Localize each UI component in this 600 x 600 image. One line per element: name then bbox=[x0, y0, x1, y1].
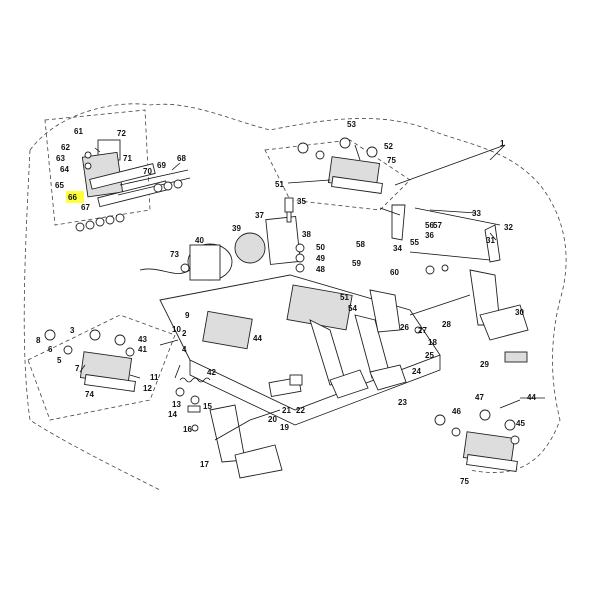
callout-22: 22 bbox=[296, 406, 305, 415]
callout-1: 1 bbox=[500, 139, 505, 148]
lower-right-valve-assembly bbox=[434, 399, 521, 472]
top-right-valve-assembly bbox=[297, 137, 383, 194]
callout-8: 8 bbox=[36, 336, 41, 345]
callout-12: 12 bbox=[143, 384, 152, 393]
callout-26: 26 bbox=[400, 323, 409, 332]
callout-49: 49 bbox=[316, 254, 325, 263]
callout-73: 73 bbox=[170, 250, 179, 259]
callout-14: 14 bbox=[168, 410, 177, 419]
callout-37: 37 bbox=[255, 211, 264, 220]
leader-lines bbox=[79, 144, 545, 441]
callout-64: 64 bbox=[60, 165, 69, 174]
callout-57: 57 bbox=[433, 221, 442, 230]
callout-51-top: 51 bbox=[275, 180, 284, 189]
callout-33: 33 bbox=[472, 209, 481, 218]
callout-28: 28 bbox=[442, 320, 451, 329]
callout-4: 4 bbox=[182, 345, 187, 354]
callout-63: 63 bbox=[56, 154, 65, 163]
callout-30: 30 bbox=[515, 308, 524, 317]
callout-23: 23 bbox=[398, 398, 407, 407]
callout-42: 42 bbox=[207, 368, 216, 377]
callout-17: 17 bbox=[200, 460, 209, 469]
callout-60: 60 bbox=[390, 268, 399, 277]
callout-highlight bbox=[66, 191, 84, 203]
callout-6: 6 bbox=[48, 345, 53, 354]
callout-18: 18 bbox=[428, 338, 437, 347]
callout-67: 67 bbox=[81, 203, 90, 212]
lower-left-valve-assembly bbox=[44, 329, 136, 392]
right-valve-outline bbox=[264, 139, 411, 211]
callout-72: 72 bbox=[117, 129, 126, 138]
callout-75-bottom: 75 bbox=[460, 477, 469, 486]
callout-43: 43 bbox=[138, 335, 147, 344]
callout-48: 48 bbox=[316, 265, 325, 274]
callout-20: 20 bbox=[268, 415, 277, 424]
callout-65: 65 bbox=[55, 181, 64, 190]
callout-10: 10 bbox=[172, 325, 181, 334]
callout-36: 36 bbox=[425, 231, 434, 240]
callout-41: 41 bbox=[138, 345, 147, 354]
callout-7: 7 bbox=[75, 364, 80, 373]
mounting-bracket bbox=[265, 197, 305, 273]
top-left-cylinder-assembly bbox=[75, 139, 191, 232]
callout-27: 27 bbox=[418, 326, 427, 335]
pedal-group bbox=[209, 269, 529, 479]
callout-32: 32 bbox=[504, 223, 513, 232]
callout-71: 71 bbox=[123, 154, 132, 163]
callout-21: 21 bbox=[282, 406, 291, 415]
callout-69: 69 bbox=[157, 161, 166, 170]
callout-3: 3 bbox=[70, 326, 75, 335]
callout-40: 40 bbox=[195, 236, 204, 245]
callout-9: 9 bbox=[185, 311, 190, 320]
callout-15: 15 bbox=[203, 402, 212, 411]
base-plate-frame bbox=[159, 274, 441, 426]
callout-53: 53 bbox=[347, 120, 356, 129]
callout-75-top: 75 bbox=[387, 156, 396, 165]
callout-70: 70 bbox=[143, 167, 152, 176]
callout-54: 54 bbox=[348, 304, 357, 313]
callout-59: 59 bbox=[352, 259, 361, 268]
callout-19: 19 bbox=[280, 423, 289, 432]
callout-51-center: 51 bbox=[340, 293, 349, 302]
callout-35: 35 bbox=[297, 197, 306, 206]
lower-left-outline bbox=[27, 314, 176, 421]
callout-55: 55 bbox=[410, 238, 419, 247]
callout-38: 38 bbox=[302, 230, 311, 239]
callout-13: 13 bbox=[172, 400, 181, 409]
callout-68: 68 bbox=[177, 154, 186, 163]
callout-11: 11 bbox=[150, 373, 159, 382]
callout-50: 50 bbox=[316, 243, 325, 252]
callout-24: 24 bbox=[412, 367, 421, 376]
right-lever-assembly bbox=[379, 204, 501, 275]
callout-29: 29 bbox=[480, 360, 489, 369]
callout-52: 52 bbox=[384, 142, 393, 151]
callout-44-right: 44 bbox=[527, 393, 536, 402]
callout-31: 31 bbox=[486, 236, 495, 245]
callout-61: 61 bbox=[74, 127, 83, 136]
callout-44-center: 44 bbox=[253, 334, 262, 343]
callout-2: 2 bbox=[182, 329, 187, 338]
callout-74: 74 bbox=[85, 390, 94, 399]
callout-46: 46 bbox=[452, 407, 461, 416]
callout-labels: 1 2 3 4 5 6 7 8 9 10 11 12 13 14 15 16 1… bbox=[36, 120, 536, 486]
left-subassembly-outline bbox=[44, 109, 151, 226]
callout-56: 56 bbox=[425, 221, 434, 230]
callout-16: 16 bbox=[183, 425, 192, 434]
callout-25: 25 bbox=[425, 351, 434, 360]
pump-motor-assembly bbox=[139, 232, 266, 281]
assembly-outline bbox=[23, 103, 567, 491]
callout-5: 5 bbox=[57, 356, 62, 365]
spring-and-small-parts bbox=[175, 374, 303, 432]
callout-58: 58 bbox=[356, 240, 365, 249]
callout-34: 34 bbox=[393, 244, 402, 253]
callout-47: 47 bbox=[475, 393, 484, 402]
callout-39: 39 bbox=[232, 224, 241, 233]
callout-62: 62 bbox=[61, 143, 70, 152]
callout-66: 66 bbox=[68, 193, 77, 202]
callout-45: 45 bbox=[516, 419, 525, 428]
